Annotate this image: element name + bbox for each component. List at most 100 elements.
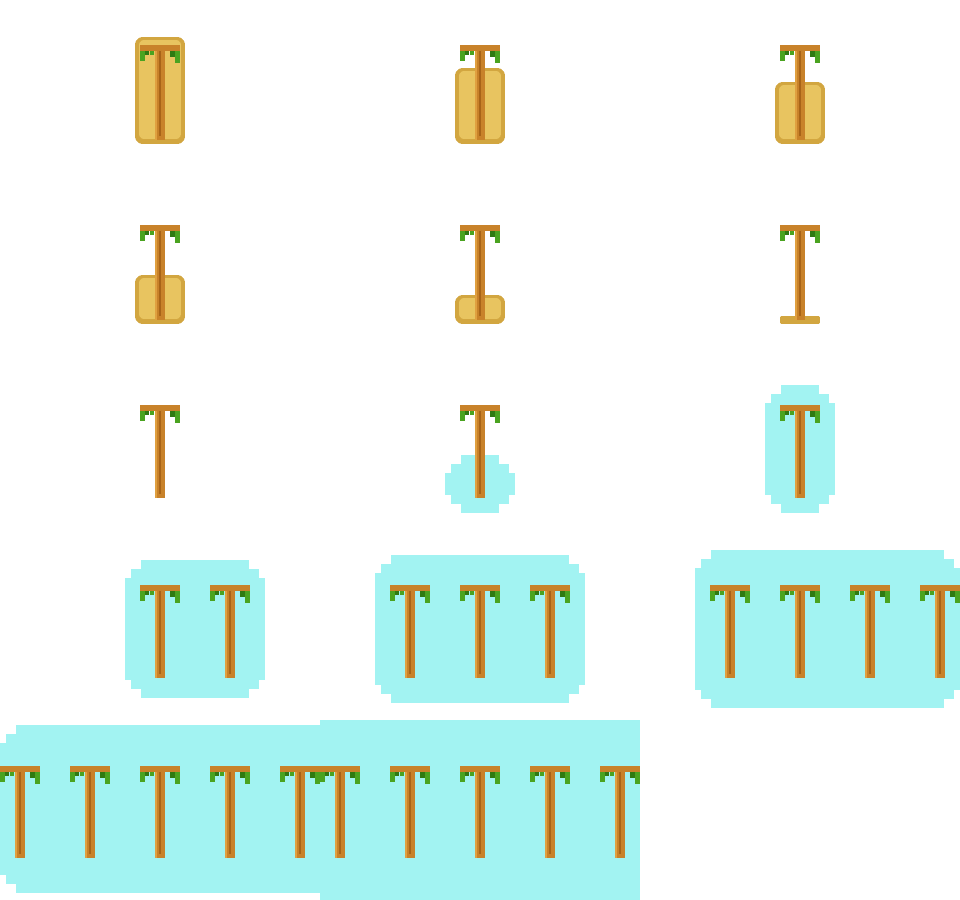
torch-pole-grain — [159, 231, 161, 316]
torch-crossbar — [460, 225, 500, 231]
leaf-icon — [425, 591, 430, 603]
leaf-icon — [920, 591, 925, 601]
leaf-icon — [530, 772, 535, 782]
leaf-icon — [140, 51, 145, 61]
torch-pole-grain — [479, 51, 481, 136]
torch-pole-grain — [159, 411, 161, 494]
torch-pole-highlight — [795, 45, 797, 140]
leaf-icon — [245, 772, 250, 784]
leaf-icon — [70, 772, 75, 782]
torch-pole-grain — [159, 51, 161, 136]
torch-pole-highlight — [725, 585, 727, 678]
leaf-icon — [605, 772, 609, 776]
torch-pole-highlight — [405, 585, 407, 678]
leaf-icon — [740, 591, 745, 597]
torch-crossbar — [710, 585, 750, 591]
leaf-icon — [30, 772, 35, 778]
torch-crossbar — [210, 585, 250, 591]
torch-frame-14-5 — [600, 766, 640, 858]
torch-pole-grain — [409, 772, 411, 854]
leaf-icon — [490, 51, 495, 57]
leaf-icon — [170, 772, 175, 778]
leaf-icon — [495, 51, 500, 63]
leaf-icon — [815, 51, 820, 63]
leaf-icon — [460, 231, 465, 241]
torch-pole-grain — [799, 411, 801, 494]
leaf-icon — [215, 772, 219, 776]
leaf-icon — [815, 231, 820, 243]
leaf-icon — [0, 772, 5, 782]
leaf-icon — [320, 772, 325, 782]
torch-pole-grain — [479, 591, 481, 674]
torch-pole-highlight — [225, 585, 227, 678]
torch-frame-1 — [140, 45, 180, 140]
torch-pole-grain — [479, 411, 481, 494]
leaf-icon — [400, 772, 404, 776]
leaf-icon — [460, 411, 465, 421]
torch-pole-highlight — [85, 766, 87, 858]
torch-frame-12-1 — [710, 585, 750, 678]
torch-crossbar — [780, 45, 820, 51]
torch-frame-2 — [460, 45, 500, 140]
torch-pole-highlight — [615, 766, 617, 858]
leaf-icon — [600, 772, 605, 782]
leaf-icon — [145, 772, 149, 776]
torch-crossbar — [140, 225, 180, 231]
leaf-icon — [490, 231, 495, 237]
torch-pole-highlight — [475, 405, 477, 498]
torch-crossbar — [140, 405, 180, 411]
torch-crossbar — [530, 585, 570, 591]
leaf-icon — [100, 772, 105, 778]
torch-frame-14-2 — [390, 766, 430, 858]
leaf-icon — [150, 591, 154, 595]
leaf-icon — [465, 591, 469, 595]
torch-pole-grain — [19, 772, 21, 854]
torch-frame-10-2 — [210, 585, 250, 678]
torch-pole-grain — [339, 772, 341, 854]
torch-pole-grain — [939, 591, 941, 674]
leaf-icon — [210, 591, 215, 601]
leaf-icon — [390, 591, 395, 601]
leaf-icon — [560, 772, 565, 778]
torch-frame-6 — [780, 225, 820, 320]
leaf-icon — [395, 772, 399, 776]
leaf-icon — [790, 231, 794, 235]
torch-pole-grain — [89, 772, 91, 854]
torch-frame-11-1 — [390, 585, 430, 678]
glow-frame-13 — [0, 725, 340, 893]
leaf-icon — [105, 772, 110, 784]
torch-pole-highlight — [225, 766, 227, 858]
torch-frame-14-1 — [320, 766, 360, 858]
leaf-icon — [785, 231, 789, 235]
leaf-icon — [810, 591, 815, 597]
leaf-icon — [815, 411, 820, 423]
torch-pole-highlight — [935, 585, 937, 678]
leaf-icon — [310, 772, 315, 778]
leaf-icon — [280, 772, 285, 782]
torch-pole-grain — [619, 772, 621, 854]
leaf-icon — [140, 772, 145, 782]
torch-crossbar — [140, 45, 180, 51]
leaf-icon — [145, 411, 149, 415]
torch-pole-highlight — [475, 585, 477, 678]
torch-crossbar — [460, 766, 500, 772]
torch-pole-highlight — [475, 45, 477, 140]
leaf-icon — [565, 772, 570, 784]
leaf-icon — [330, 772, 334, 776]
torch-frame-11-3 — [530, 585, 570, 678]
leaf-icon — [390, 772, 395, 782]
torch-crossbar — [460, 45, 500, 51]
torch-frame-11-2 — [460, 585, 500, 678]
torch-frame-8 — [460, 405, 500, 498]
leaf-icon — [790, 411, 794, 415]
leaf-icon — [790, 51, 794, 55]
leaf-icon — [210, 772, 215, 782]
torch-crossbar — [780, 405, 820, 411]
leaf-icon — [785, 591, 789, 595]
leaf-icon — [325, 772, 329, 776]
torch-crossbar — [920, 585, 960, 591]
leaf-icon — [140, 411, 145, 421]
torch-pole-highlight — [405, 766, 407, 858]
leaf-icon — [955, 591, 960, 603]
